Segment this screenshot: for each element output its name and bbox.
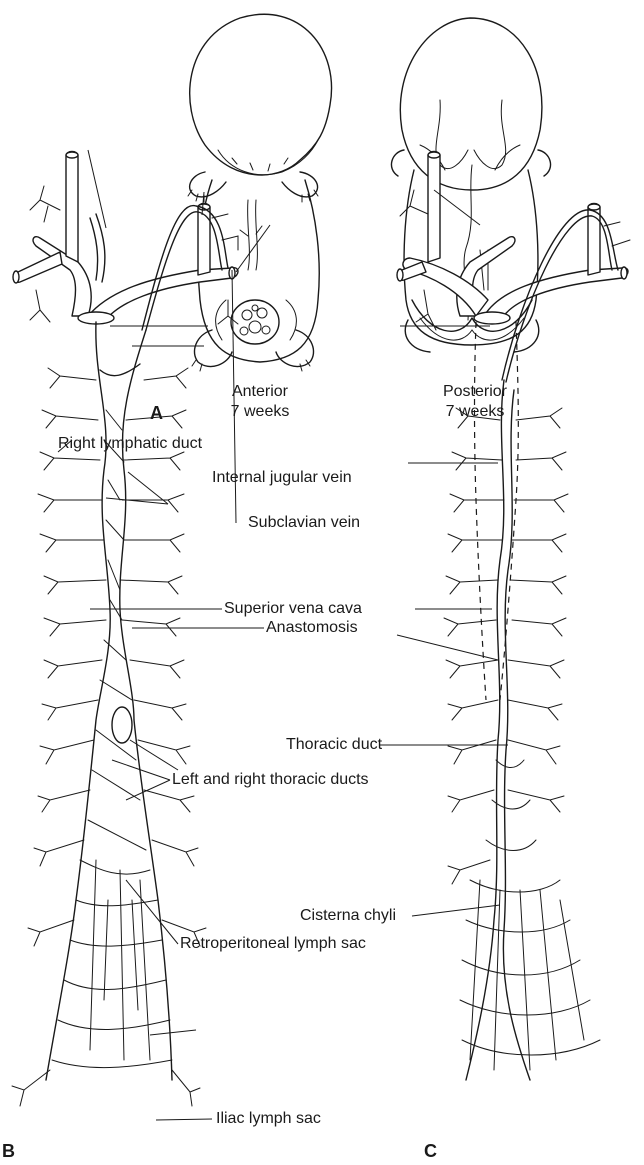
label-subclavian-vein: Subclavian vein (248, 515, 360, 531)
label-superior-vena-cava: Superior vena cava (224, 601, 362, 617)
label-retroperitoneal-lymph-sac: Retroperitoneal lymph sac (180, 936, 366, 952)
label-internal-jugular-vein: Internal jugular vein (212, 470, 352, 486)
label-left-right-thoracic-ducts: Left and right thoracic ducts (172, 772, 369, 788)
posterior-caption-title: Posterior (420, 382, 530, 402)
panel-b-letter: B (2, 1142, 15, 1160)
anterior-embryo-illustration (188, 14, 332, 371)
posterior-caption: Posterior 7 weeks (420, 382, 530, 422)
panel-c-lymph-network (444, 322, 600, 1080)
anterior-caption-title: Anterior (205, 382, 315, 402)
panel-b-venous-system (13, 152, 238, 331)
anterior-caption: Anterior 7 weeks (205, 382, 315, 422)
label-right-lymphatic-duct: Right lymphatic duct (58, 436, 202, 452)
panel-c-venous-system (397, 152, 630, 383)
panel-c-letter: C (424, 1142, 437, 1160)
label-anastomosis: Anastomosis (266, 620, 358, 636)
anterior-caption-age: 7 weeks (205, 402, 315, 422)
label-cisterna-chyli: Cisterna chyli (300, 908, 396, 924)
panel-a-letter: A (150, 404, 163, 422)
label-iliac-lymph-sac: Iliac lymph sac (216, 1111, 321, 1127)
posterior-caption-age: 7 weeks (420, 402, 530, 422)
label-thoracic-duct: Thoracic duct (286, 737, 382, 753)
